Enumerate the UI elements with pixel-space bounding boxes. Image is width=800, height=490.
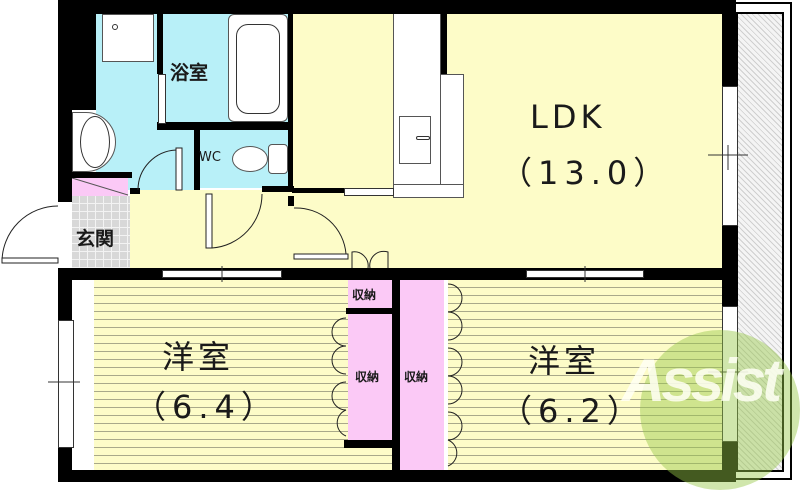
hallway-floor (130, 190, 300, 274)
washing-machine-drain-icon (112, 24, 118, 30)
wall-hall-right (288, 196, 294, 206)
faucet-icon (416, 136, 430, 140)
ldk-sliding-door[interactable] (526, 270, 644, 278)
wall-wash-bottom (130, 188, 140, 194)
wall-closet-right-edge (444, 280, 448, 470)
wall-left-upper (58, 0, 96, 110)
wall-closet-left-bottom (344, 440, 396, 448)
kitchen-counter (393, 12, 441, 198)
kitchen-counter-base (393, 184, 464, 198)
western-room-left-label: 洋室 (162, 338, 235, 376)
closet-small-floor (348, 280, 392, 310)
bathroom-label: 浴室 (170, 62, 209, 84)
washing-machine-pan (102, 14, 154, 62)
toilet-label: WC (199, 150, 221, 165)
wall-bath-left (157, 12, 163, 74)
shoe-box (72, 178, 128, 196)
western-room-right-size: （6.2） (500, 392, 645, 430)
wall-wc-bottom (262, 186, 294, 192)
toilet-tank (268, 144, 288, 174)
ldk-size: （13.0） (500, 154, 672, 192)
balcony (736, 12, 784, 472)
ldk-corridor-opening (344, 188, 394, 196)
toilet-bowl (232, 146, 268, 172)
western-room-left-size: （6.4） (134, 388, 279, 426)
wall-top (58, 0, 734, 14)
wall-left-mid (58, 110, 72, 202)
wall-right-lower (722, 440, 736, 482)
watermark-circle (640, 330, 800, 490)
wall-shoebox-top (72, 172, 132, 178)
bath-folding-door[interactable] (158, 74, 166, 124)
balcony-outer-rail (730, 2, 792, 480)
wall-wc-left (194, 128, 200, 190)
ldk-label: LDK (530, 98, 606, 136)
wall-kitchen-top (441, 12, 447, 74)
sink-bowl-icon (80, 116, 110, 168)
wall-bath-bottom (157, 122, 292, 130)
western-room-right-floor (448, 280, 722, 470)
western-right-window[interactable] (722, 306, 738, 442)
watermark-logo-text: Assist (622, 347, 782, 414)
kitchen-counter-front (440, 74, 464, 198)
wall-closet-divider (392, 278, 400, 474)
western-room-left-window-sill (72, 280, 94, 470)
wall-bath-right (288, 12, 293, 190)
western-room-left-floor (94, 280, 394, 470)
hall-sliding-door[interactable] (162, 270, 282, 278)
closet-small-label: 収納 (352, 288, 377, 302)
closet-right-label: 収納 (404, 370, 429, 384)
wall-ldk-corridor (292, 188, 344, 193)
wall-bottom (58, 470, 734, 482)
western-left-window[interactable] (58, 320, 74, 448)
closet-right-floor (400, 280, 444, 470)
western-room-right-label: 洋室 (528, 342, 601, 380)
bathtub-inner (236, 24, 280, 114)
closet-left-floor (348, 314, 392, 440)
wall-right-upper (722, 0, 736, 86)
ldk-window-right[interactable] (722, 86, 738, 226)
wall-right-mid (722, 224, 736, 306)
entrance-label: 玄関 (76, 228, 115, 250)
closet-left-label: 収納 (355, 370, 380, 384)
wash-lower-floor (130, 122, 196, 190)
kitchen-sink (399, 116, 431, 164)
entrance-floor (72, 196, 130, 268)
wall-closet-small-bottom (346, 308, 394, 314)
ldk-corridor-floor (292, 12, 392, 192)
